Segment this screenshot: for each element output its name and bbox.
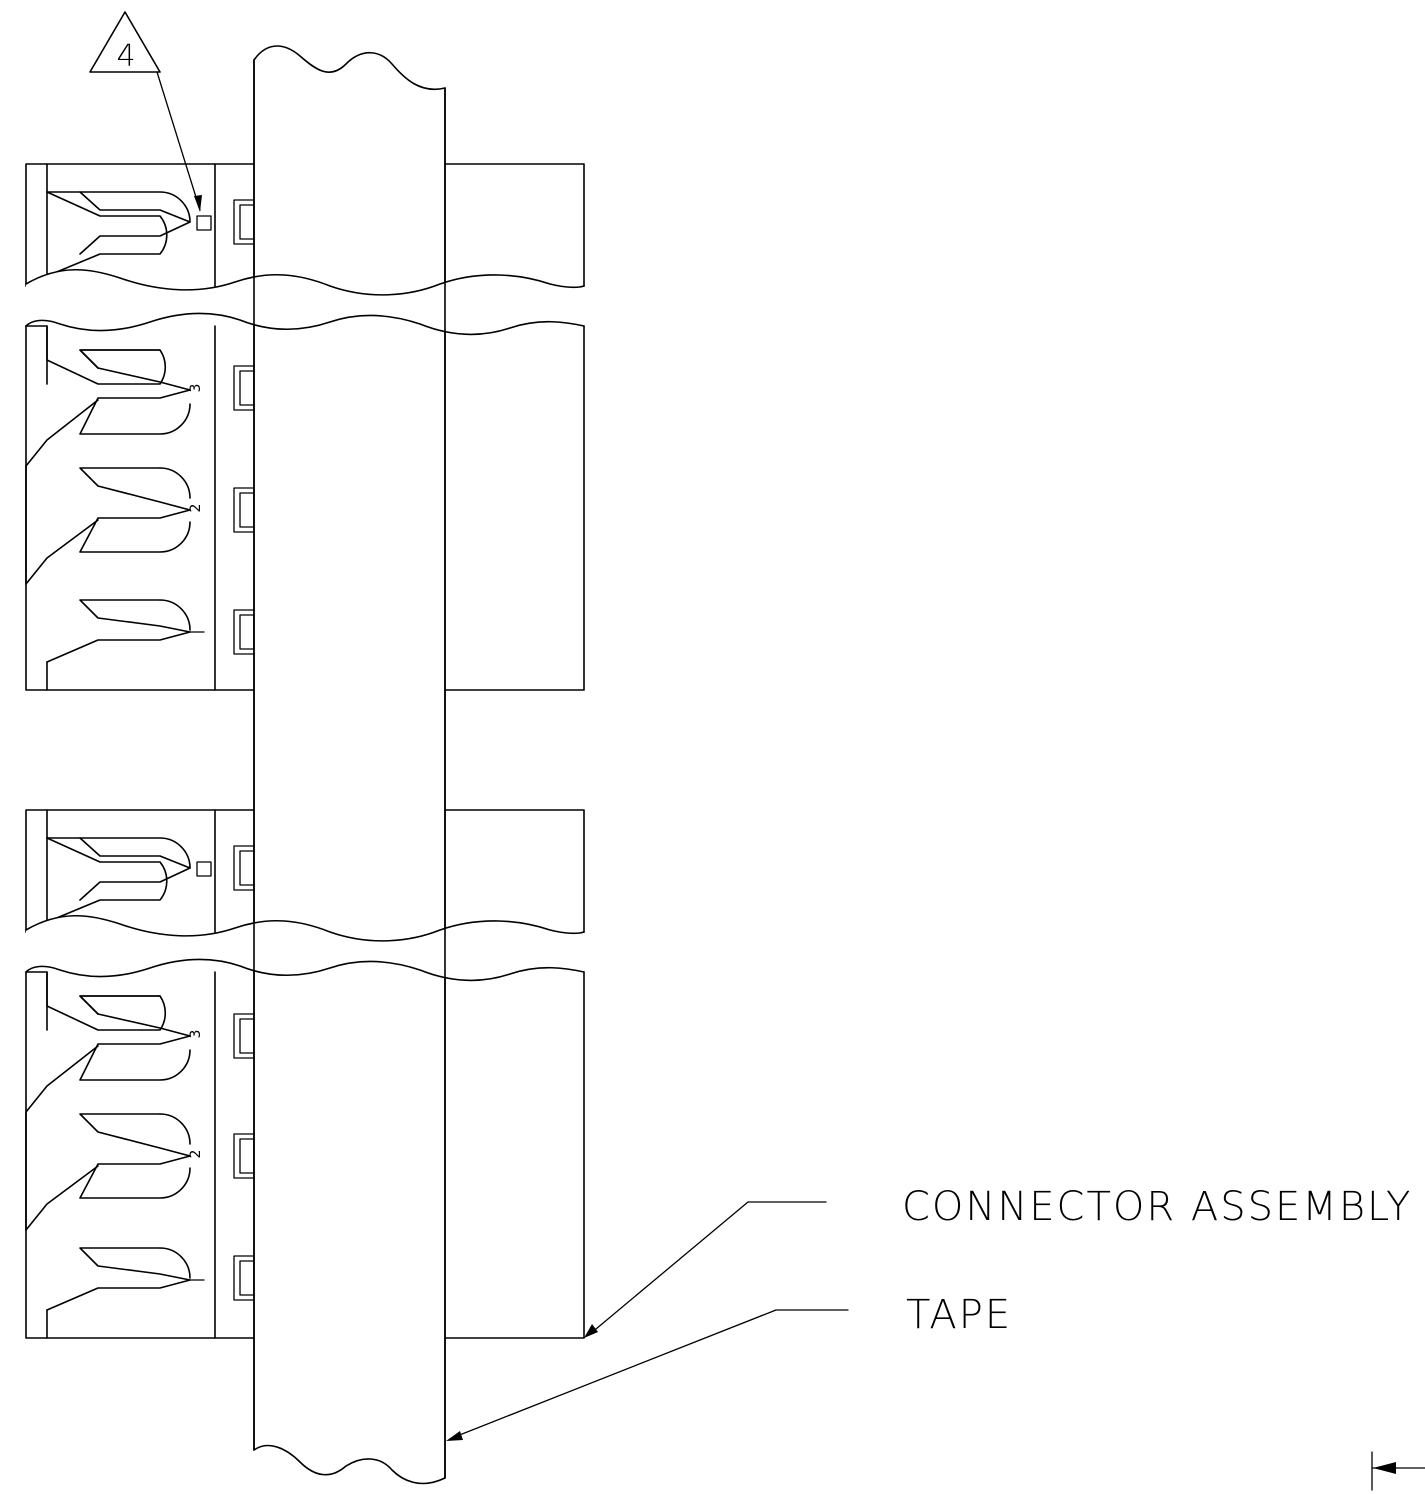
tape-label: TAPE (906, 1292, 1012, 1338)
note-flag-number: 4 (116, 39, 135, 74)
first-pin-square-icon (196, 861, 212, 877)
connector-group-2-top (25, 809, 585, 933)
note-flag-4: 4 (89, 11, 202, 212)
tape-callout: TAPE (446, 1292, 1012, 1441)
pin-number-2: 2 (188, 1150, 204, 1159)
first-pin-square-icon (196, 215, 212, 231)
connector-group-1-bottom: 3 2 (25, 325, 585, 691)
break-line-2 (26, 915, 584, 981)
pin-number-3: 3 (188, 1030, 204, 1039)
tape-strip (253, 45, 446, 1485)
pin-number-3: 3 (188, 384, 204, 393)
pin-number-2: 2 (188, 504, 204, 513)
connector-assembly-callout: CONNECTOR ASSEMBLY (584, 1184, 1412, 1338)
break-line-1 (26, 269, 584, 335)
dimension-arrow-partial (1371, 1451, 1425, 1491)
connector-assembly-label: CONNECTOR ASSEMBLY (902, 1184, 1412, 1230)
